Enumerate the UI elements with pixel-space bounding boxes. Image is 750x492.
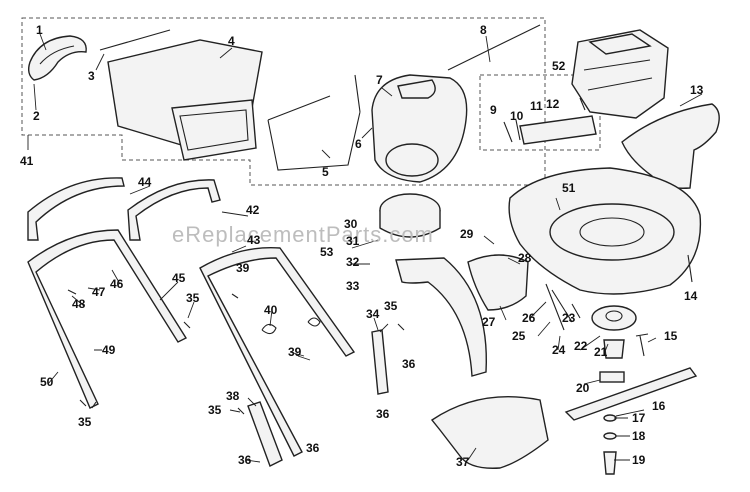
callout-47: 47	[92, 285, 106, 299]
callout-3: 3	[88, 69, 95, 83]
callout-15: 15	[664, 329, 678, 343]
callout-25: 25	[512, 329, 526, 343]
watermark: eReplacementParts.com	[172, 222, 434, 247]
callout-6: 6	[355, 137, 362, 151]
callout-23: 23	[562, 311, 576, 325]
callout-52: 52	[552, 59, 566, 73]
grass-bag-group-outline	[21, 17, 546, 186]
callout-36a: 36	[402, 357, 416, 371]
callout-10: 10	[510, 109, 524, 123]
callout-22: 22	[574, 339, 588, 353]
callout-30: 30	[344, 217, 358, 231]
shaft-part	[447, 24, 541, 71]
callout-44: 44	[138, 175, 152, 189]
callout-37: 37	[456, 455, 470, 469]
discharge-chute-part	[395, 257, 488, 377]
callout-46: 46	[110, 277, 124, 291]
blade-adapter-part	[591, 305, 637, 359]
bag-handle-part	[27, 35, 87, 81]
callout-11: 11	[530, 99, 543, 113]
side-discharge-part	[467, 254, 529, 311]
engine-part	[571, 29, 669, 119]
callout-45: 45	[172, 271, 186, 285]
callout-27: 27	[482, 315, 496, 329]
rear-flap-part	[621, 103, 720, 189]
callout-20: 20	[576, 381, 590, 395]
upper-handle-left-part	[27, 177, 125, 241]
bag-rod-part	[99, 29, 171, 51]
cable-clips-part	[261, 317, 321, 335]
rear-cover-part	[371, 74, 468, 183]
leader-lines	[27, 33, 703, 463]
callout-17: 17	[632, 411, 646, 425]
callout-35d: 35	[384, 299, 398, 313]
fastener-marks	[67, 289, 405, 415]
callout-38: 38	[226, 389, 240, 403]
callout-24: 24	[552, 343, 566, 357]
callout-8: 8	[480, 23, 487, 37]
deck-fastener-part	[687, 254, 693, 283]
lower-handle-right-part	[199, 246, 356, 457]
callout-9: 9	[490, 103, 497, 117]
callout-40: 40	[264, 303, 278, 317]
callout-16: 16	[652, 399, 666, 413]
cutting-blade-part	[564, 367, 698, 421]
callout-26: 26	[522, 311, 536, 325]
callout-18: 18	[632, 429, 646, 443]
lower-handle-left-part	[27, 229, 188, 409]
grass-bag-part	[107, 39, 263, 161]
callout-13: 13	[690, 83, 704, 97]
callout-51: 51	[562, 181, 576, 195]
callout-4: 4	[228, 34, 235, 48]
callout-36b: 36	[376, 407, 390, 421]
mulch-insert-part	[430, 396, 549, 469]
callout-49: 49	[102, 343, 116, 357]
callout-34: 34	[366, 307, 380, 321]
hinge-plate-part	[503, 97, 597, 145]
mulch-plug-cap-part	[379, 193, 441, 238]
callout-41: 41	[20, 154, 34, 168]
callout-48: 48	[72, 297, 86, 311]
deck-bolt-part	[635, 333, 649, 357]
handle-bracket-right-part	[371, 329, 389, 395]
callout-29: 29	[460, 227, 474, 241]
callout-2: 2	[33, 109, 40, 123]
callout-14: 14	[684, 289, 698, 303]
callout-39a: 39	[236, 261, 250, 275]
handle-bracket-left-part	[247, 401, 283, 467]
callout-19: 19	[632, 453, 646, 467]
callout-53: 53	[320, 245, 334, 259]
callout-35c: 35	[208, 403, 222, 417]
callout-33: 33	[346, 279, 360, 293]
callout-32: 32	[346, 255, 360, 269]
callout-35b: 35	[78, 415, 92, 429]
callout-39b: 39	[288, 345, 302, 359]
blade-hardware-part	[603, 414, 617, 475]
callout-50: 50	[40, 375, 54, 389]
callout-7: 7	[376, 73, 383, 87]
callout-35a: 35	[186, 291, 200, 305]
callout-1: 1	[36, 23, 43, 37]
bag-frame-wire-part	[267, 74, 361, 171]
callout-12: 12	[546, 97, 560, 111]
callout-21: 21	[594, 345, 608, 359]
callout-31: 31	[346, 234, 360, 248]
mower-deck-part	[508, 167, 702, 295]
callout-36c: 36	[306, 441, 320, 455]
callout-42: 42	[246, 203, 260, 217]
upper-handle-right-part	[127, 179, 221, 241]
callout-5: 5	[322, 165, 329, 179]
bag-frame-group-outline	[479, 74, 601, 151]
callout-28: 28	[518, 251, 532, 265]
callout-43: 43	[247, 233, 261, 247]
callout-36d: 36	[238, 453, 252, 467]
